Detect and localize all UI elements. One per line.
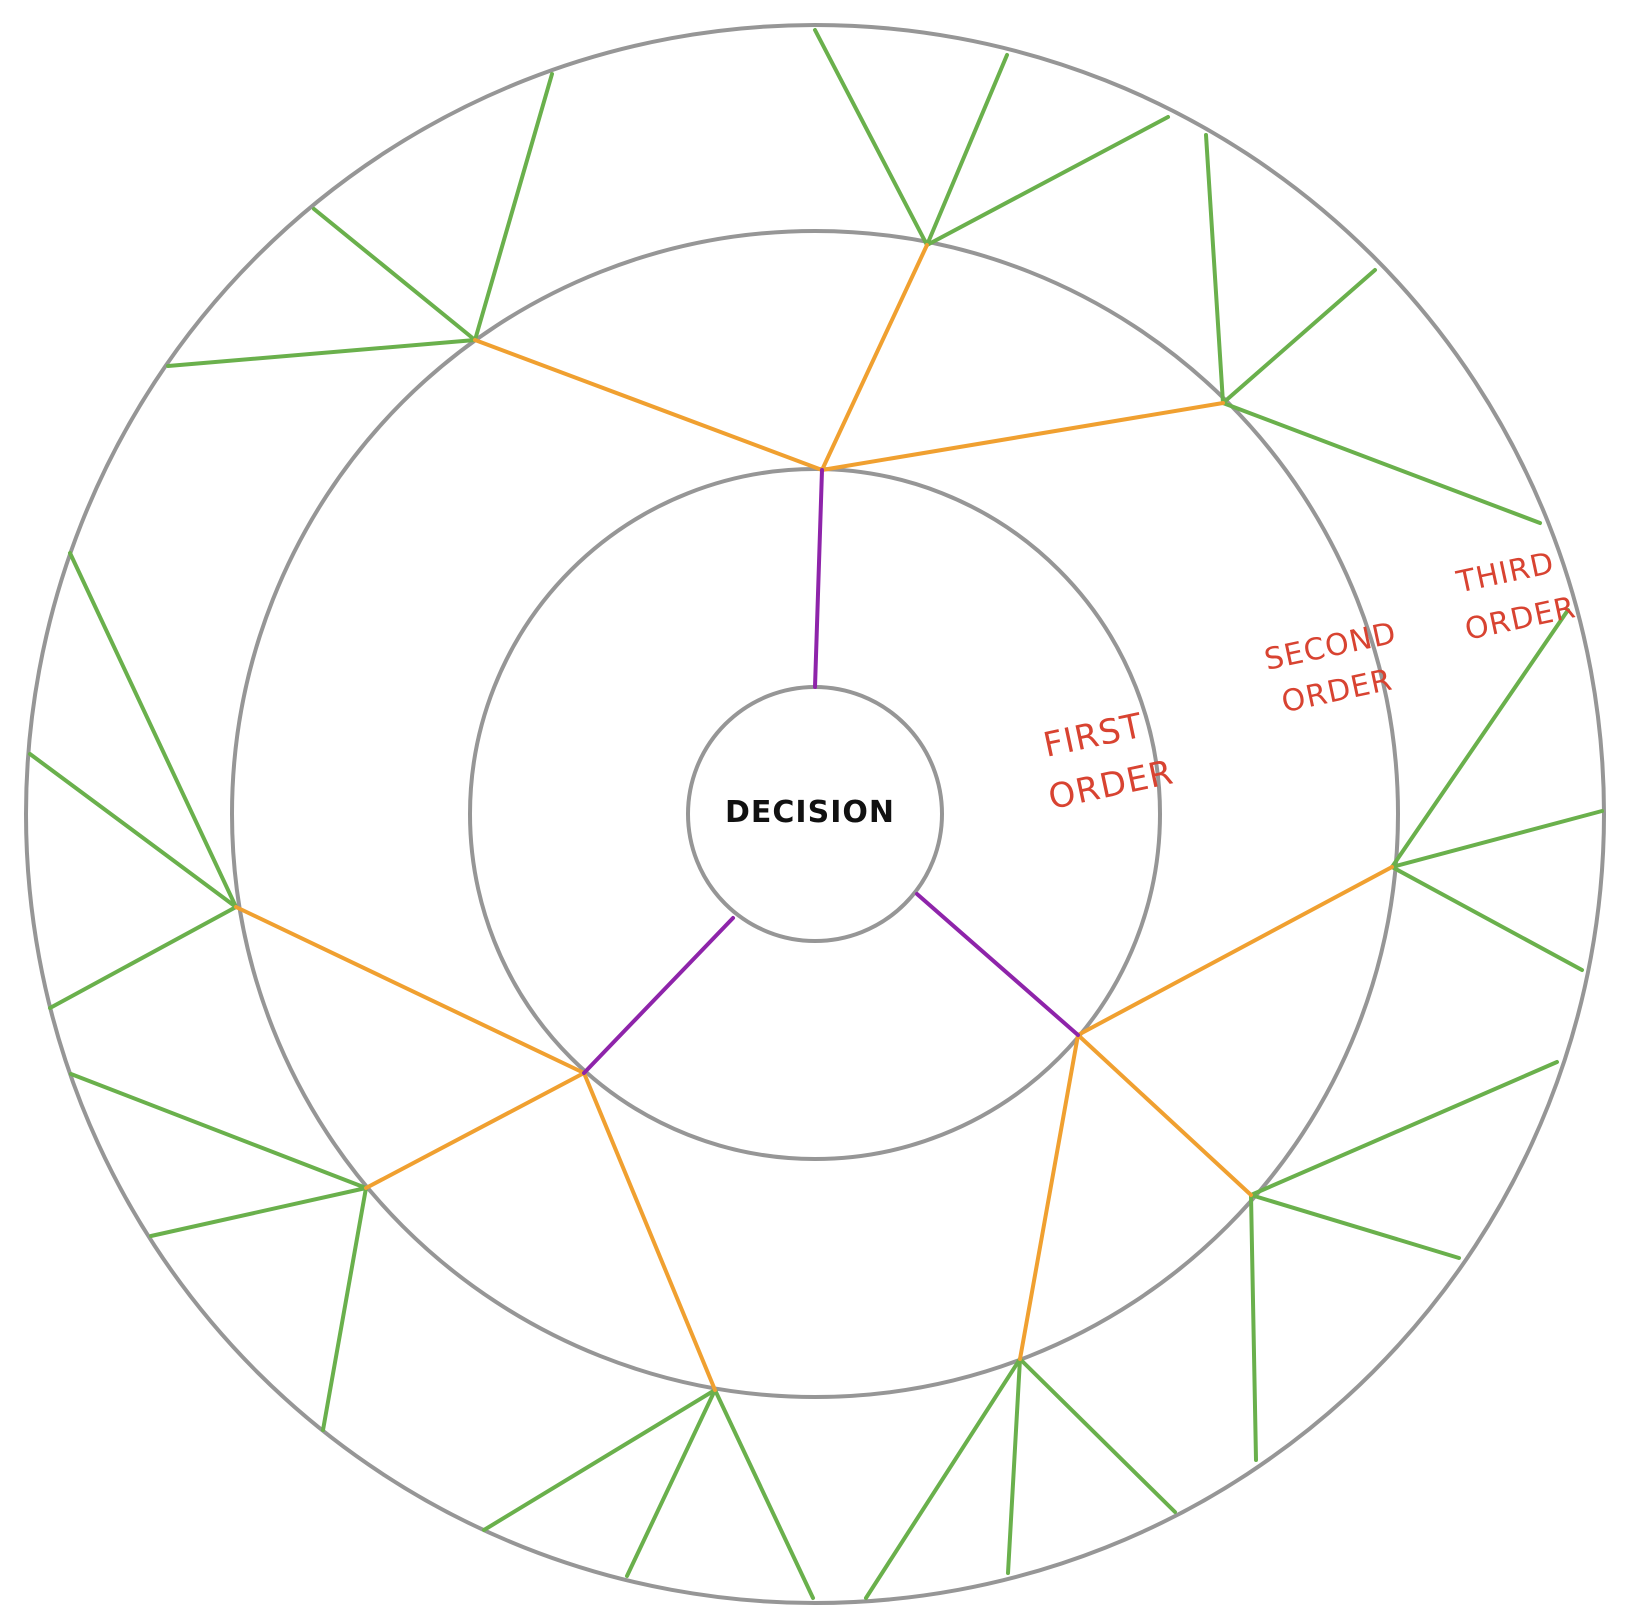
second-order-edge bbox=[364, 1071, 586, 1190]
third-order-edges bbox=[28, 28, 1604, 1600]
third-order-edge bbox=[69, 1072, 368, 1190]
third-order-edge bbox=[925, 53, 1009, 247]
third-order-edge bbox=[312, 207, 477, 342]
third-order-edge bbox=[1390, 608, 1570, 869]
second-order-edge bbox=[1076, 1033, 1253, 1197]
second-order-edge bbox=[1018, 1033, 1080, 1361]
first-order-edge bbox=[582, 916, 735, 1075]
third-order-edge bbox=[1249, 1193, 1461, 1260]
third-order-edge bbox=[1018, 1357, 1177, 1514]
first-order-edge bbox=[915, 892, 1080, 1037]
first-order-edges bbox=[582, 468, 1080, 1075]
outer-ring-third-order bbox=[24, 23, 1606, 1605]
second-order-edge bbox=[820, 243, 929, 472]
third-order-edge bbox=[1221, 401, 1542, 525]
third-order-edge bbox=[1006, 1357, 1022, 1575]
third-order-edge bbox=[1204, 133, 1225, 405]
second-order-edge bbox=[473, 338, 824, 472]
third-order-edge bbox=[625, 1388, 717, 1578]
third-order-edge bbox=[28, 752, 238, 909]
second-order-edge bbox=[820, 401, 1225, 472]
first-order-label-line1: FIRST bbox=[1040, 706, 1147, 766]
third-order-edge bbox=[321, 1186, 368, 1432]
second-order-edge bbox=[582, 1071, 717, 1392]
first-order-label: FIRST ORDER bbox=[1040, 706, 1177, 818]
third-order-label-line2: ORDER bbox=[1462, 590, 1579, 648]
decision-label: DECISION bbox=[725, 795, 895, 830]
third-order-edge bbox=[1390, 865, 1584, 972]
second-order-edge bbox=[234, 905, 586, 1075]
third-order-edge bbox=[482, 1388, 717, 1532]
third-order-edge bbox=[713, 1388, 815, 1600]
middle-ring-second-order bbox=[230, 229, 1400, 1399]
first-order-edge bbox=[813, 468, 824, 689]
third-order-edge bbox=[473, 72, 554, 342]
third-order-label-line1: THIRD bbox=[1453, 546, 1558, 601]
third-order-edge bbox=[925, 115, 1170, 247]
third-order-edge bbox=[149, 1186, 368, 1238]
third-order-edge bbox=[1249, 1193, 1258, 1462]
second-order-edge bbox=[1076, 865, 1394, 1037]
third-order-edge bbox=[1221, 268, 1377, 405]
third-order-edge bbox=[166, 338, 477, 368]
second-order-edges bbox=[234, 243, 1394, 1392]
third-order-edge bbox=[864, 1357, 1022, 1600]
third-order-edge bbox=[68, 551, 238, 909]
third-order-edge bbox=[1249, 1060, 1559, 1197]
third-order-edge bbox=[48, 905, 238, 1010]
third-order-edge bbox=[1390, 809, 1604, 869]
third-order-edge bbox=[813, 28, 929, 247]
